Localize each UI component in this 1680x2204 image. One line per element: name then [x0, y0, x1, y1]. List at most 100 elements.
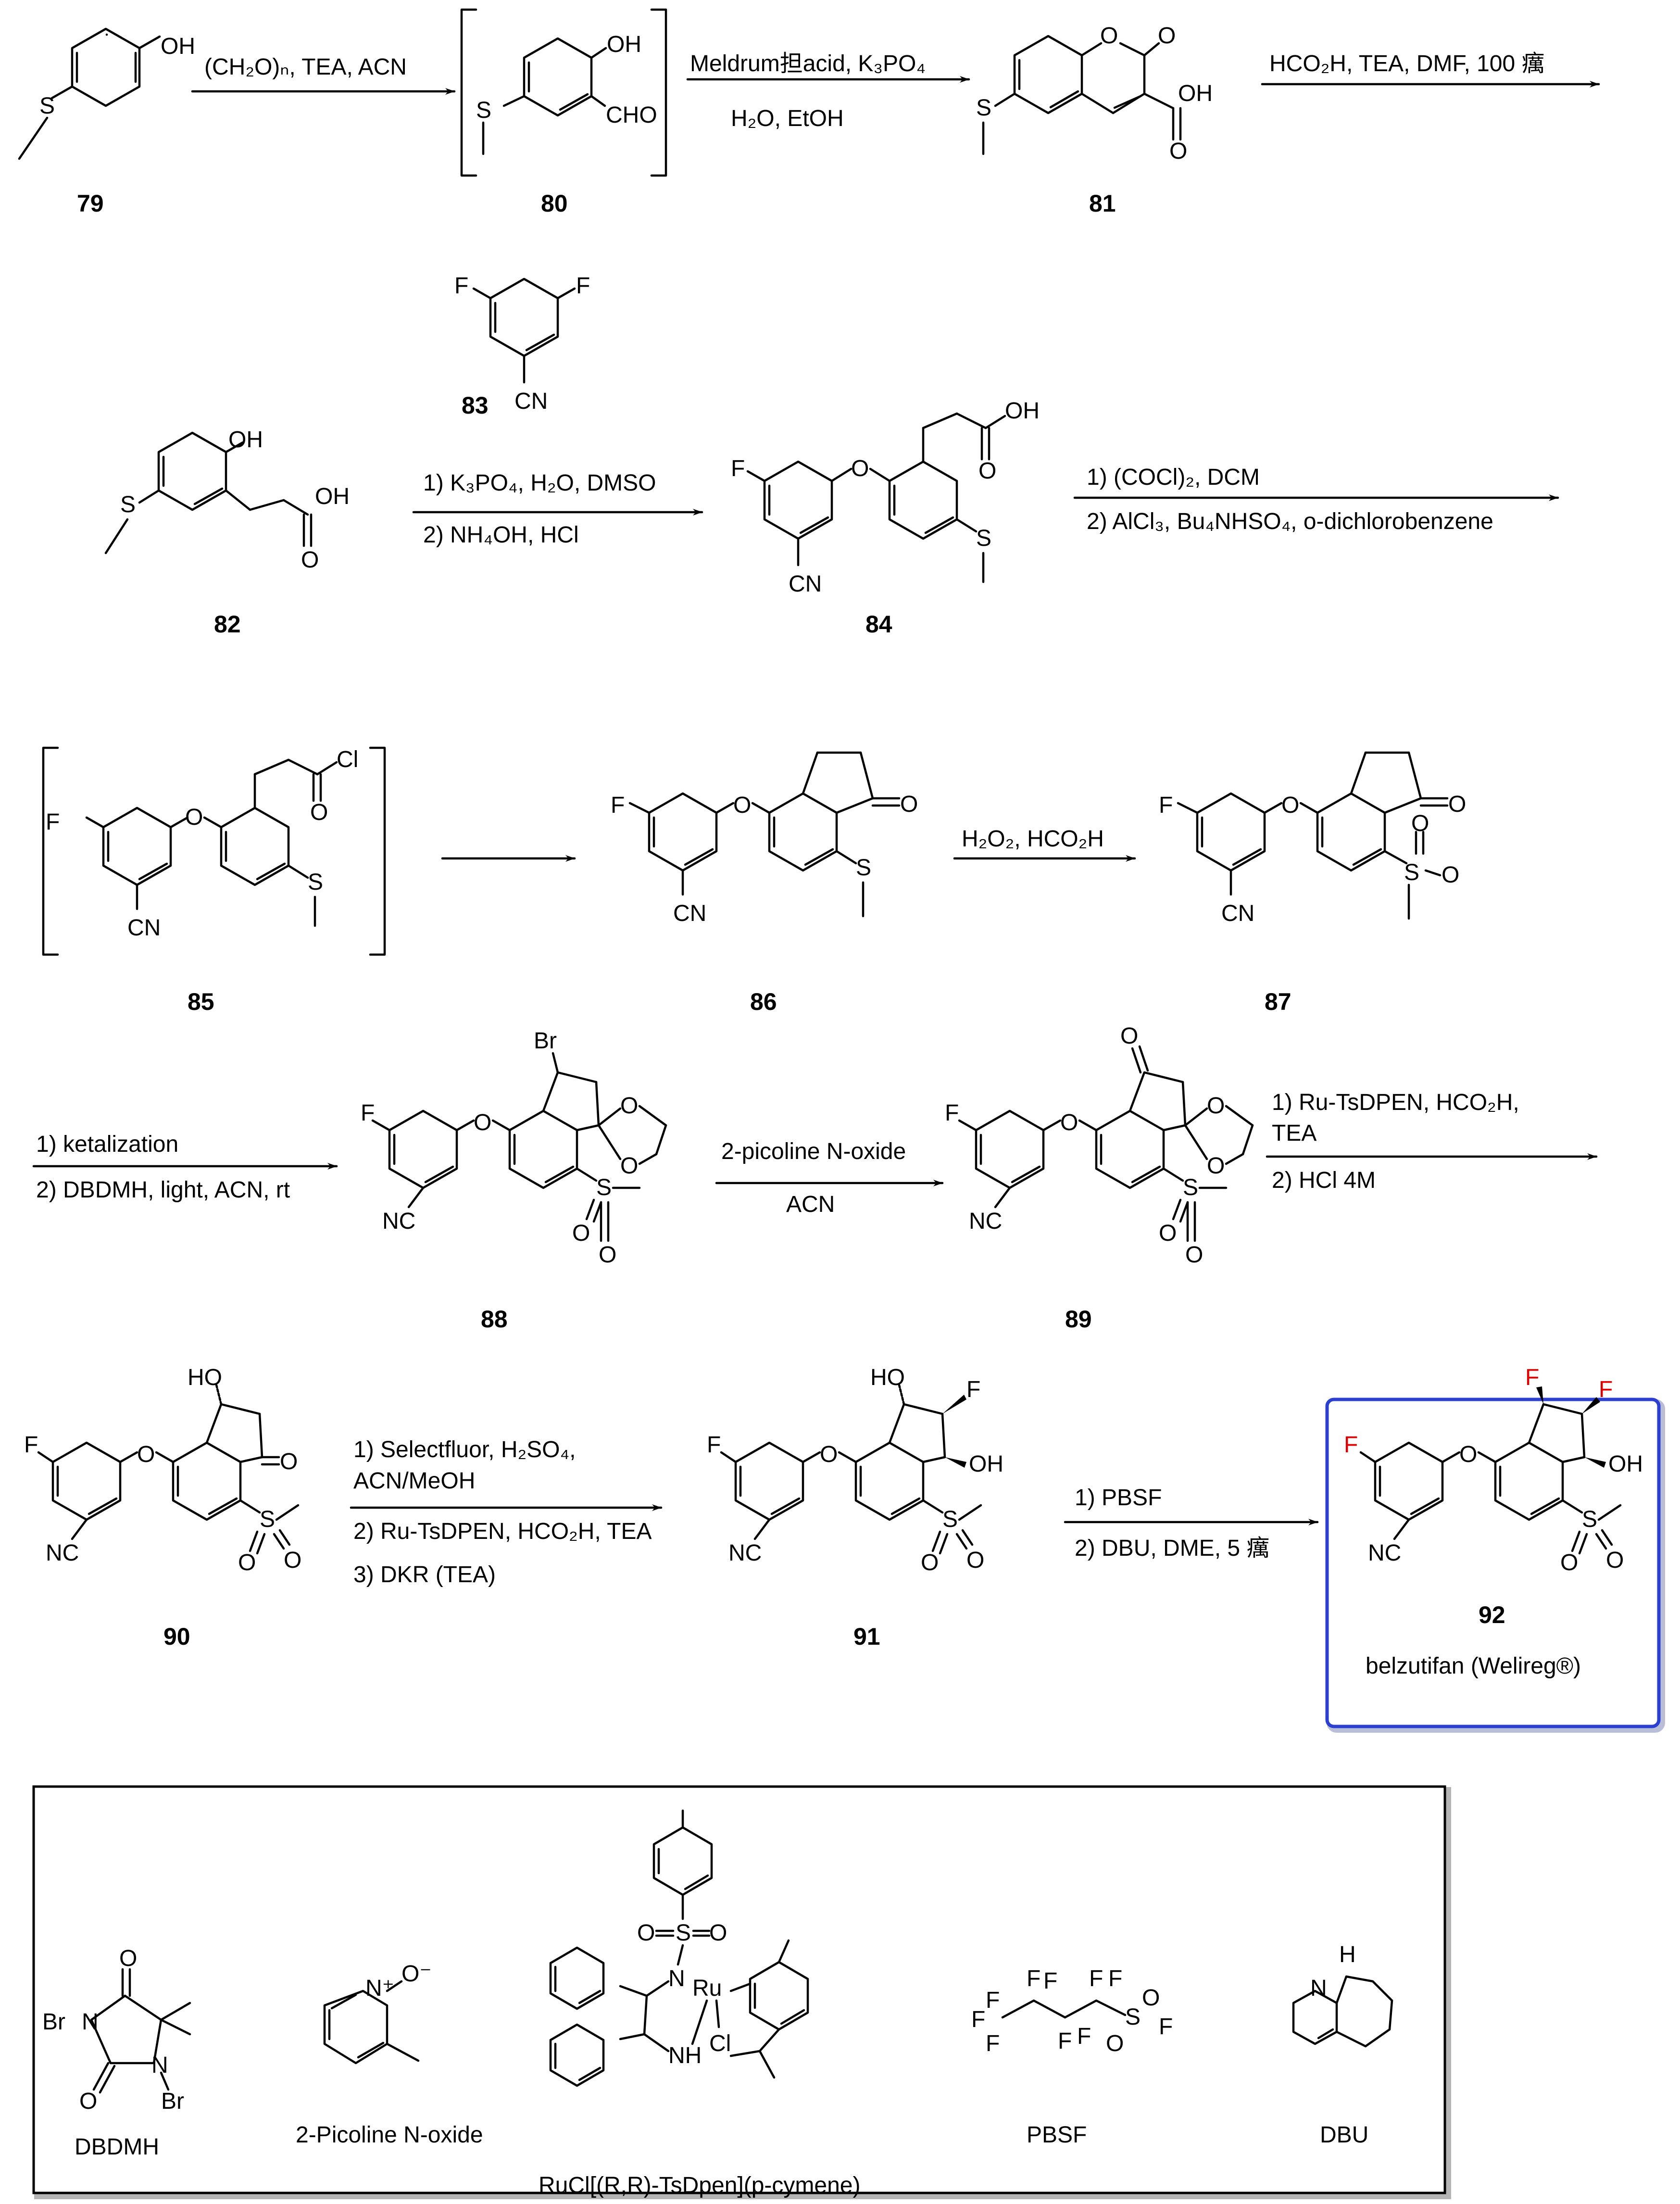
- atom-f: F: [707, 1432, 721, 1458]
- atom-n: N: [1310, 1976, 1327, 2001]
- step-2-line1: Meldrum担acid, K₃PO₄: [690, 51, 926, 76]
- structure-dbu: H N: [1292, 1942, 1393, 2048]
- atom-o: O: [1606, 1548, 1624, 1573]
- atom-o: O: [637, 1920, 655, 1946]
- compound-91: F NC O HO F OH S O O: [707, 1365, 1003, 1575]
- atom-cn: CN: [673, 901, 706, 926]
- atom-f: F: [731, 456, 745, 481]
- atom-ru: Ru: [692, 1976, 722, 2001]
- atom-nc: NC: [46, 1540, 79, 1566]
- atom-oh: OH: [969, 1451, 1003, 1477]
- compound-86: F CN O O S: [611, 751, 918, 926]
- atom-f: F: [24, 1432, 38, 1458]
- structure-pbsf: F F F F F F F F F S O O F: [971, 1966, 1173, 2056]
- atom-o: O: [620, 1153, 638, 1179]
- atom-s: S: [39, 93, 55, 119]
- compound-80: OH CHO S: [460, 8, 667, 177]
- compound-number: 79: [77, 190, 104, 217]
- atom-f-red: F: [1599, 1377, 1613, 1402]
- step-3-conditions: HCO₂H, TEA, DMF, 100 癘: [1269, 51, 1545, 76]
- atom-s: S: [1404, 860, 1419, 885]
- atom-ho: HO: [188, 1365, 222, 1390]
- atom-cn: CN: [789, 571, 822, 597]
- step-11-line4: 3) DKR (TEA): [353, 1562, 496, 1587]
- atom-o: O: [1185, 1242, 1203, 1268]
- atom-f: F: [971, 2007, 985, 2032]
- atom-s: S: [976, 526, 991, 551]
- reagent-label: DBDMH: [75, 2134, 159, 2160]
- atom-f: F: [986, 1988, 1000, 2013]
- compound-89: F NC O O O O S O O: [945, 1023, 1254, 1268]
- atom-s: S: [260, 1507, 275, 1532]
- atom-o: O: [1448, 792, 1466, 817]
- compound-90: F NC O O HO S O O: [24, 1365, 301, 1575]
- atom-f: F: [1159, 793, 1173, 818]
- compound-number: 87: [1265, 988, 1291, 1015]
- step-9-line2: ACN: [786, 1192, 835, 1217]
- atom-oh: OH: [228, 427, 263, 453]
- step-9-line1: 2-picoline N-oxide: [721, 1139, 906, 1164]
- step-1-conditions: (CH₂O)ₙ, TEA, ACN: [204, 54, 407, 80]
- step-11-line2: ACN/MeOH: [353, 1468, 475, 1494]
- step-5-line1: 1) (COCl)₂, DCM: [1087, 465, 1260, 490]
- atom-f: F: [1058, 2028, 1072, 2054]
- step-5-line2: 2) AlCl₃, Bu₄NHSO₄, o-dichlorobenzene: [1087, 509, 1493, 534]
- atom-cl: Cl: [709, 2031, 731, 2056]
- reagent-label: PBSF: [1027, 2122, 1087, 2148]
- atom-nc: NC: [1368, 1540, 1401, 1566]
- step-4-line2: 2) NH₄OH, HCl: [423, 522, 579, 548]
- step-10-line3: 2) HCl 4M: [1272, 1168, 1376, 1193]
- atom-f-red: F: [1344, 1432, 1358, 1458]
- compound-number: 84: [865, 611, 892, 638]
- atom-s: S: [476, 98, 491, 123]
- reagent-label: 2-Picoline N-oxide: [296, 2122, 483, 2148]
- atom-o: O: [900, 792, 918, 817]
- structure-dbdmh: O O N Br N Br: [42, 1946, 191, 2114]
- atom-s: S: [120, 492, 136, 517]
- atom-s: S: [1125, 2004, 1141, 2030]
- step-11-line3: 2) Ru-TsDPEN, HCO₂H, TEA: [353, 1519, 652, 1544]
- step-12-line1: 1) PBSF: [1075, 1485, 1162, 1511]
- step-12-line2: 2) DBU, DME, 5 癘: [1075, 1536, 1269, 1561]
- atom-o: O: [1158, 23, 1176, 49]
- atom-o: O: [1207, 1093, 1225, 1119]
- atom-nh: NH: [668, 2043, 702, 2068]
- atom-o: O: [1169, 139, 1187, 164]
- compound-82: OH OH O S: [104, 427, 350, 573]
- atom-o: O: [474, 1110, 491, 1135]
- atom-o: O: [1142, 1985, 1160, 2011]
- reagent-legend-box: [32, 1785, 1451, 2199]
- compound-84: F CN O OH O S: [731, 398, 1040, 597]
- atom-o: O: [1281, 793, 1299, 818]
- step-4-line1: 1) K₃PO₄, H₂O, DMSO: [423, 470, 656, 496]
- atom-o: O: [1106, 2031, 1124, 2056]
- atom-s: S: [308, 869, 323, 895]
- atom-s: S: [596, 1175, 612, 1200]
- atom-cn: CN: [127, 915, 161, 941]
- atom-o: O: [1207, 1153, 1225, 1179]
- step-11-line1: 1) Selectfluor, H₂SO₄,: [353, 1437, 576, 1462]
- compound-number: 92: [1479, 1601, 1505, 1628]
- atom-o: O: [1442, 862, 1459, 888]
- atom-f: F: [1027, 1966, 1041, 1991]
- compound-87: F CN O O S O O: [1159, 751, 1466, 926]
- atom-nc: NC: [969, 1209, 1002, 1234]
- atom-f: F: [986, 2031, 1000, 2056]
- atom-o: O: [1411, 811, 1429, 836]
- atom-o: O: [1560, 1550, 1578, 1575]
- atom-o: O: [978, 458, 996, 484]
- atom-cho: CHO: [606, 102, 657, 128]
- compound-85: F CN O Cl O S: [42, 746, 386, 956]
- atom-s: S: [942, 1507, 958, 1532]
- compound-88: F NC O Br O O S O O: [361, 1028, 667, 1268]
- compound-number: 89: [1065, 1306, 1092, 1333]
- atom-f: F: [454, 273, 468, 299]
- step-7-conditions: H₂O₂, HCO₂H: [962, 826, 1104, 852]
- structure-picoline-n-oxide: N⁺ O⁻: [323, 1961, 432, 2065]
- atom-nc: NC: [382, 1209, 415, 1234]
- atom-oh: OH: [1608, 1451, 1643, 1477]
- atom-f: F: [1089, 1966, 1103, 1991]
- atom-o: O: [733, 793, 751, 818]
- atom-f: F: [1077, 2024, 1091, 2049]
- atom-o: O: [137, 1442, 155, 1467]
